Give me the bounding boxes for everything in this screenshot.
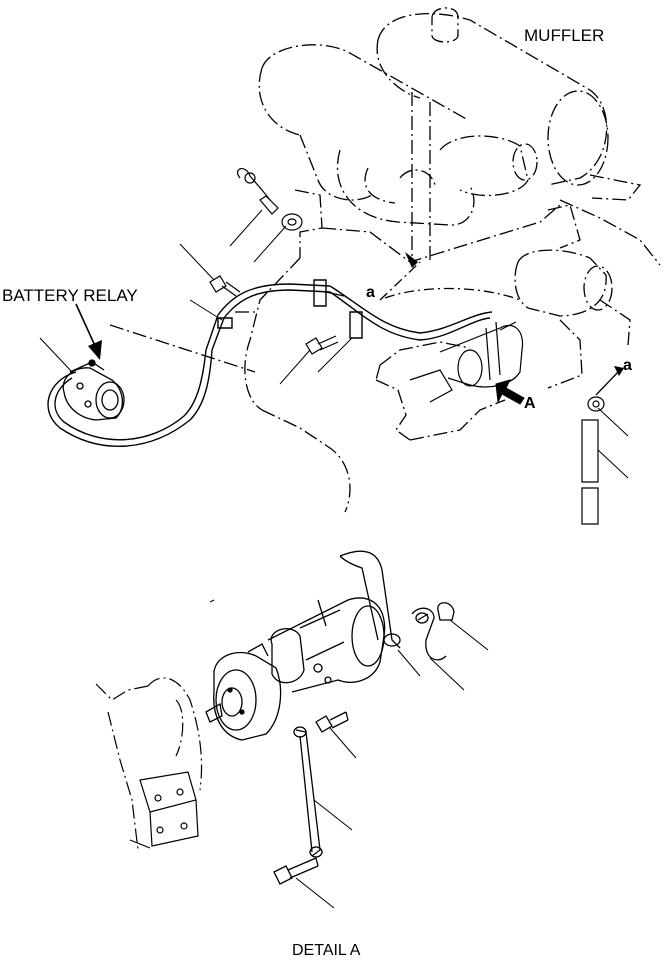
muffler-label: MUFFLER <box>524 26 605 45</box>
starter-upper <box>410 322 523 402</box>
leader-arrows <box>76 252 624 395</box>
connector-a-label-top: a <box>366 284 375 301</box>
bracket-strap-detail <box>340 551 454 660</box>
muffler-outline <box>259 8 660 265</box>
detail-a-title: DETAIL A <box>292 942 361 959</box>
flywheel-housing-detail <box>96 678 202 850</box>
housing-brackets-detail <box>130 772 198 848</box>
battery-relay-label: BATTERY RELAY <box>2 286 138 305</box>
view-a-arrow <box>496 380 524 404</box>
leader-lines-upper <box>40 210 628 478</box>
view-a-label: A <box>524 395 536 412</box>
wiring-harness <box>48 280 492 446</box>
engine-outline <box>110 190 630 512</box>
connector-a-label-right: a <box>623 357 632 374</box>
starter-motor-detail <box>206 598 385 740</box>
battery-relay <box>63 360 124 420</box>
lower-fasteners-detail <box>274 712 348 884</box>
fasteners-upper <box>210 169 604 524</box>
leader-lines-detail <box>210 600 488 908</box>
